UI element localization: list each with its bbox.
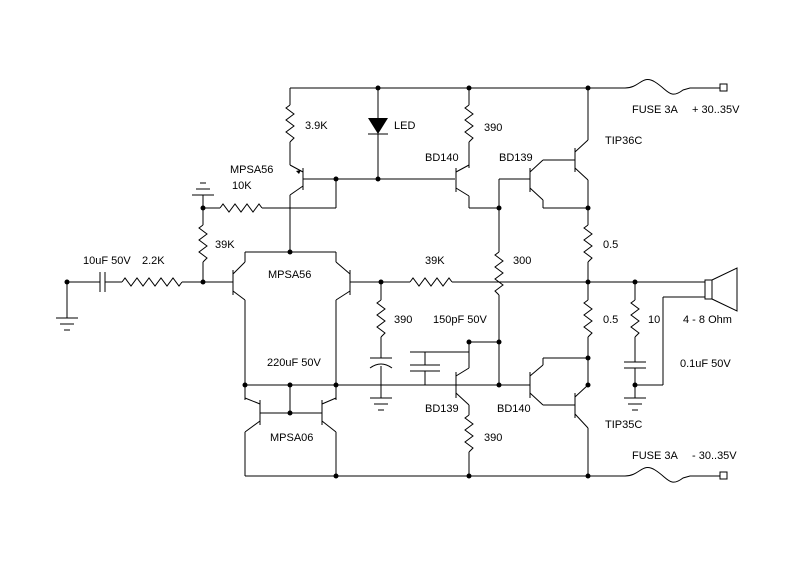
label-r-0-5-bot: 0.5	[603, 314, 618, 326]
resistor-0-5-top	[583, 224, 593, 263]
transistor-bd139-top	[529, 159, 544, 201]
resistor-0-5-bot	[583, 299, 593, 338]
label-r-390-mid: 390	[394, 314, 412, 326]
transistor-tip35c	[574, 384, 589, 429]
label-c-0-1u: 0.1uF 50V	[680, 358, 731, 370]
transistor-mpsa56-left	[232, 261, 246, 301]
label-q-bd140-top: BD140	[425, 152, 459, 164]
resistor-39k-bias	[198, 224, 208, 263]
label-tip36c: TIP36C	[605, 135, 642, 147]
label-c-input: 10uF 50V	[83, 255, 131, 267]
label-q-bd139-bot: BD139	[425, 403, 459, 415]
component-labels: FUSE 3A + 30..35V FUSE 3A - 30..35V 3.9K…	[83, 104, 740, 462]
label-r-390-top: 390	[484, 122, 502, 134]
junction-dots	[64, 85, 638, 479]
input-section	[56, 272, 233, 331]
label-supply-pos: + 30..35V	[692, 104, 740, 116]
fuse-bottom-symbol	[624, 467, 720, 483]
resistor-390-top	[464, 104, 474, 143]
label-tip35c: TIP35C	[605, 419, 642, 431]
transistor-mpsa56-right	[335, 261, 351, 301]
bias-resistor-300	[494, 251, 504, 385]
terminal-pos	[719, 83, 728, 92]
led-symbol	[368, 118, 388, 135]
label-q-bd140-bot: BD140	[497, 403, 531, 415]
label-r-300: 300	[513, 255, 531, 267]
current-mirror	[244, 384, 499, 476]
top-current-source	[285, 88, 455, 252]
transistor-mpsa06-right	[321, 397, 337, 433]
label-speaker: 4 - 8 Ohm	[683, 314, 732, 326]
resistor-39k-fb	[409, 277, 453, 287]
ground-bias	[192, 182, 214, 196]
output-network	[624, 267, 738, 411]
negative-rail	[245, 467, 728, 483]
positive-rail	[290, 79, 728, 95]
label-r-39k-bias: 39K	[215, 239, 235, 251]
transistor-mpsa56-top	[289, 164, 304, 196]
transistor-bd140-bot	[529, 364, 544, 406]
cap-220uf-plate	[369, 363, 393, 369]
label-led: LED	[394, 120, 415, 132]
resistor-3k9	[285, 104, 295, 143]
top-driver-stage	[455, 88, 593, 295]
label-fuse-bottom: FUSE 3A	[632, 450, 679, 462]
fuse-top-symbol	[624, 79, 720, 95]
resistor-10	[630, 299, 640, 338]
bias-network	[192, 182, 336, 282]
transistor-mpsa06-left	[244, 397, 261, 433]
label-c-150p: 150pF 50V	[433, 314, 487, 326]
ground-input	[56, 317, 78, 331]
resistor-10k	[219, 203, 263, 213]
label-r-10k: 10K	[232, 180, 252, 192]
label-q-mpsa06: MPSA06	[270, 432, 313, 444]
bottom-driver-stage	[410, 295, 593, 476]
feedback-network	[369, 277, 635, 411]
input-resistor	[121, 277, 183, 287]
transistor-bd140-top	[455, 164, 470, 197]
label-fuse-top: FUSE 3A	[632, 104, 679, 116]
label-c-220u: 220uF 50V	[267, 357, 321, 369]
label-q-mpsa56-top: MPSA56	[230, 164, 273, 176]
label-supply-neg: - 30..35V	[692, 450, 737, 462]
label-r-39k-fb: 39K	[425, 255, 445, 267]
ground-output	[624, 397, 646, 411]
resistor-390-mid	[376, 299, 386, 338]
label-r-10: 10	[648, 314, 660, 326]
resistor-390-bot	[464, 414, 474, 453]
speaker-icon	[704, 267, 738, 312]
label-q-mpsa56-pair: MPSA56	[268, 269, 311, 281]
label-r-3k9: 3.9K	[305, 120, 328, 132]
transistor-tip36c	[574, 139, 589, 181]
label-r-input: 2.2K	[142, 255, 165, 267]
label-r-0-5-top: 0.5	[603, 239, 618, 251]
terminal-neg	[719, 471, 728, 480]
label-q-bd139-top: BD139	[499, 152, 533, 164]
ground-mid	[370, 397, 392, 411]
input-differential-pair	[232, 251, 410, 385]
transistor-bd139-bot	[455, 367, 470, 406]
label-r-390-bot: 390	[484, 432, 502, 444]
